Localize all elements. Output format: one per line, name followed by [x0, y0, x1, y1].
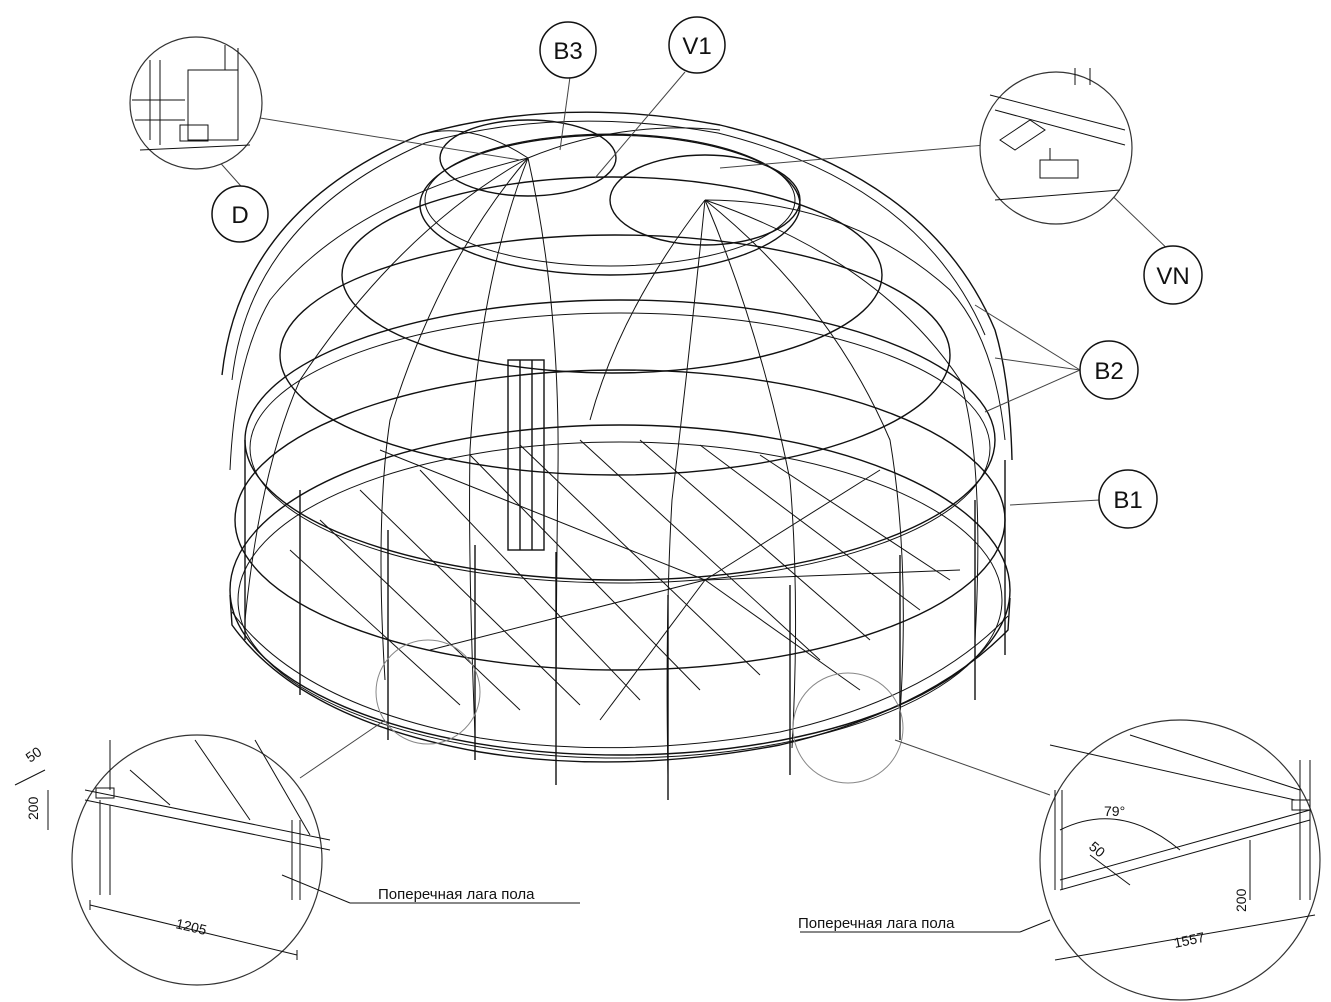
right-dim-height: 200	[1233, 888, 1249, 912]
left-dim-thickness: 50	[23, 743, 45, 765]
callout-b3-label: B3	[553, 38, 582, 65]
detail-ref-right	[792, 672, 904, 784]
callout-b3: B3	[539, 21, 597, 79]
left-note: Поперечная лага пола	[378, 886, 535, 903]
detail-ref-left	[375, 639, 481, 745]
detail-vn	[979, 68, 1133, 225]
detail-d	[129, 36, 263, 170]
callout-leaders	[199, 71, 1176, 506]
left-dim-span: 1205	[174, 915, 208, 938]
dome-frame	[221, 111, 1013, 800]
callout-d-label: D	[231, 202, 248, 229]
callout-vn: VN	[1143, 245, 1203, 305]
callout-vn-label: VN	[1156, 263, 1189, 290]
callout-v1: V1	[668, 16, 726, 74]
callout-v1-label: V1	[682, 33, 711, 60]
callout-b2-label: B2	[1094, 358, 1123, 385]
right-dim-span: 1557	[1172, 929, 1206, 951]
callout-b2: B2	[1079, 340, 1139, 400]
callout-d: D	[211, 185, 269, 243]
right-dim-angle: 79°	[1104, 803, 1125, 819]
callout-b1-label: B1	[1113, 487, 1142, 514]
callout-b1: B1	[1098, 469, 1158, 529]
detail-right: 79° 50 200 1557 Поперечная лага пола	[798, 719, 1321, 1001]
left-dim-height: 200	[25, 796, 41, 820]
detail-left: 50 200 1205 Поперечная лага пола	[14, 734, 580, 986]
right-note: Поперечная лага пола	[798, 915, 955, 932]
